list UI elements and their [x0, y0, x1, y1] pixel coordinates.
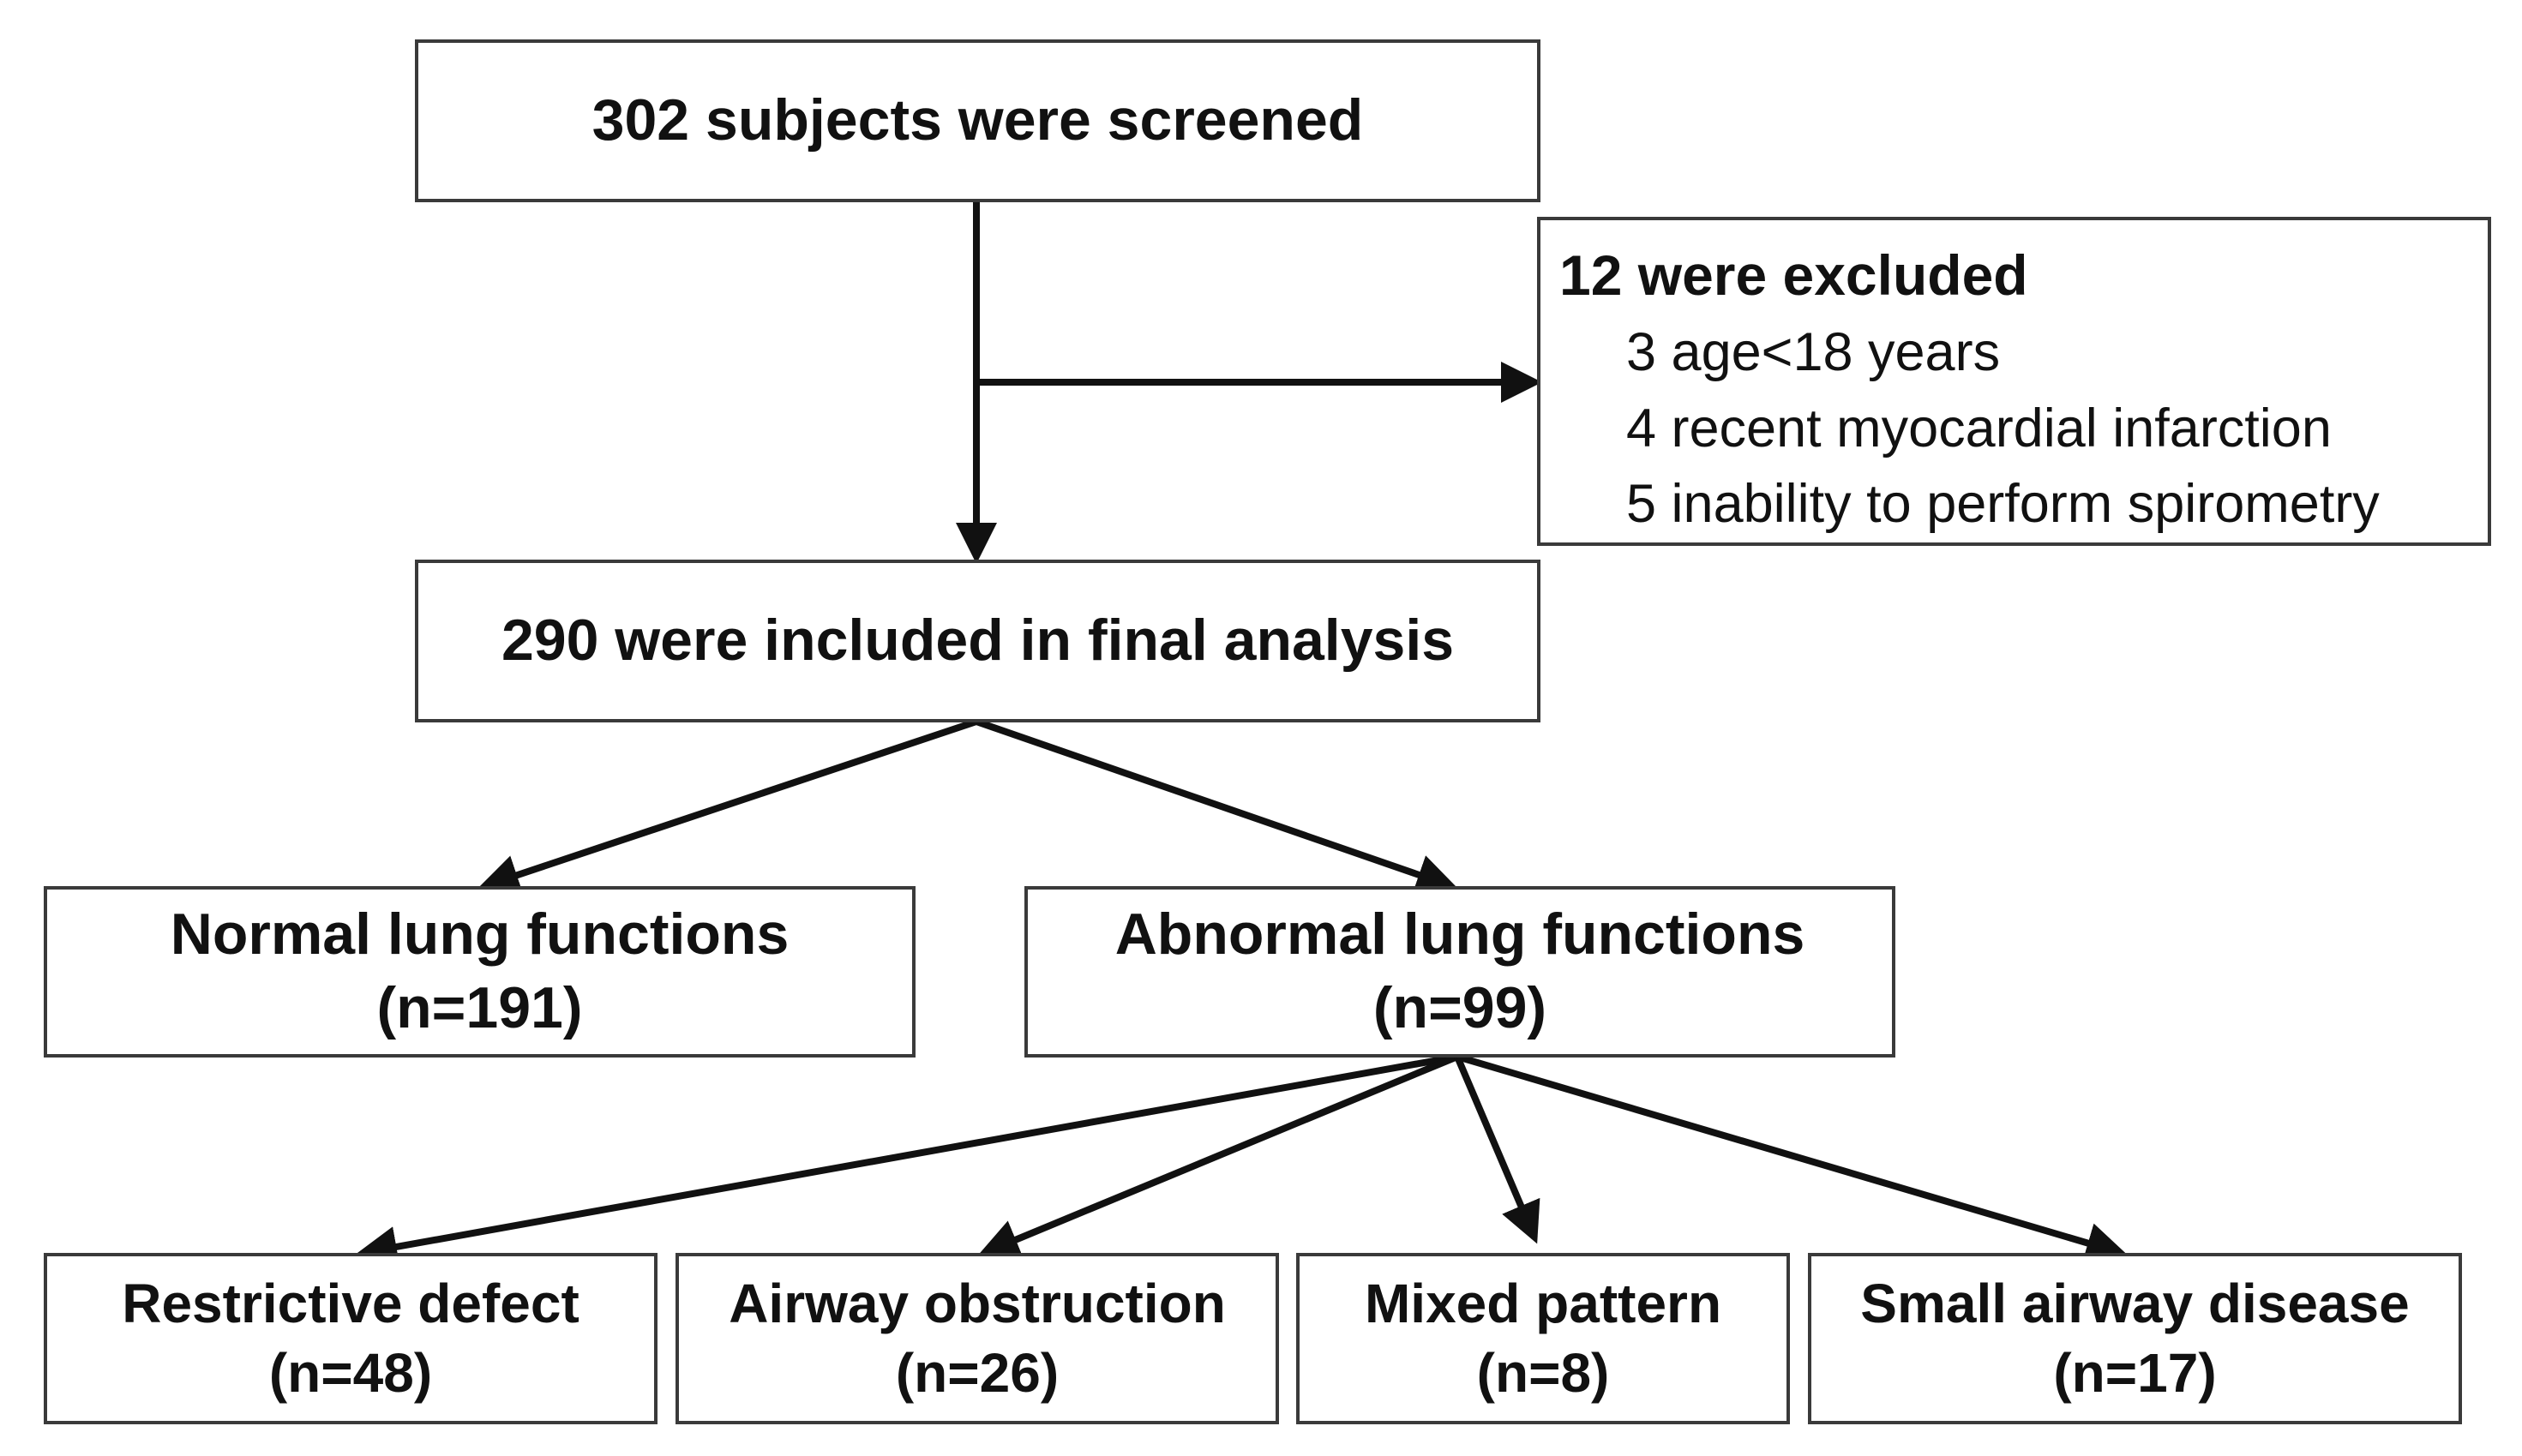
screened-text: 302 subjects were screened	[591, 87, 1364, 153]
mixed-count: (n=8)	[1476, 1342, 1610, 1404]
arrow-to-small-airway	[1456, 1053, 2128, 1263]
restrictive-count: (n=48)	[268, 1342, 433, 1404]
excluded-box: 12 were excluded 3 age<18 years 4 recent…	[1537, 217, 2491, 546]
arrow-to-airway-obstruction	[977, 1053, 1459, 1259]
normal-count: (n=191)	[376, 975, 583, 1040]
abnormal-label: Abnormal lung functions	[1114, 902, 1805, 968]
included-text: 290 were included in final analysis	[501, 608, 1455, 674]
abnormal-count: (n=99)	[1372, 975, 1547, 1040]
airway-obstruction-count: (n=26)	[895, 1342, 1060, 1404]
normal-box: Normal lung functions (n=191)	[44, 886, 916, 1058]
excluded-reason-myocardial-infarction: 4 recent myocardial infarction	[1626, 398, 2332, 458]
screened-box: 302 subjects were screened	[415, 39, 1540, 202]
mixed-box: Mixed pattern (n=8)	[1296, 1253, 1790, 1424]
restrictive-label: Restrictive defect	[122, 1273, 579, 1335]
excluded-reason-age: 3 age<18 years	[1626, 322, 2001, 383]
abnormal-box: Abnormal lung functions (n=99)	[1024, 886, 1895, 1058]
mixed-label: Mixed pattern	[1364, 1273, 1722, 1335]
excluded-reason-spirometry: 5 inability to perform spirometry	[1626, 473, 2380, 534]
arrow-to-abnormal	[975, 718, 1458, 895]
arrow-to-normal	[477, 718, 978, 896]
normal-label: Normal lung functions	[170, 902, 790, 968]
restrictive-box: Restrictive defect (n=48)	[44, 1253, 658, 1424]
arrow-to-restrictive	[356, 1053, 1458, 1267]
small-airway-count: (n=17)	[2053, 1342, 2217, 1404]
small-airway-label: Small airway disease	[1860, 1273, 2410, 1335]
small-airway-box: Small airway disease (n=17)	[1808, 1253, 2462, 1424]
excluded-title: 12 were excluded	[1559, 243, 2028, 307]
airway-obstruction-box: Airway obstruction (n=26)	[676, 1253, 1279, 1424]
included-box: 290 were included in final analysis	[415, 560, 1540, 722]
airway-obstruction-label: Airway obstruction	[729, 1273, 1226, 1335]
arrow-to-mixed	[1454, 1055, 1540, 1244]
